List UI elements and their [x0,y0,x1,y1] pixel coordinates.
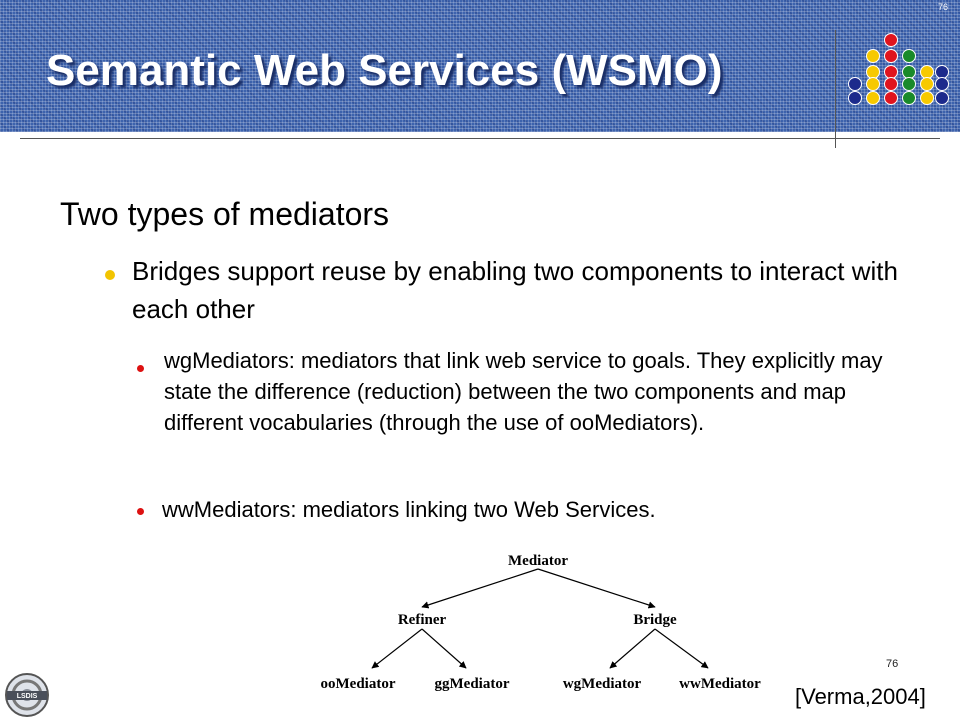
corner-dot [902,91,916,105]
corner-dot [884,65,898,79]
diagram-edges [371,568,709,669]
logo-text: LSDIS [17,693,38,700]
corner-dot [866,91,880,105]
edge-refiner-gg [421,628,467,669]
corner-dot [866,65,880,79]
mediator-hierarchy-diagram: Mediator Refiner Bridge ooMediator ggMed… [321,553,762,692]
corner-dots-icon [848,33,949,105]
corner-dot [884,33,898,47]
corner-dot [920,91,934,105]
node-bridge: Bridge [633,612,677,628]
corner-dot [935,65,949,79]
corner-dot [902,65,916,79]
corner-dot [884,49,898,63]
sub-bullet-ww: wwMediators: mediators linking two Web S… [162,497,656,522]
node-mediator: Mediator [508,553,568,569]
corner-dot [884,91,898,105]
corner-dot [920,65,934,79]
node-wwmediator: wwMediator [679,676,761,692]
title-banner [0,0,960,132]
title-underline [20,138,940,139]
corner-dot [920,77,934,91]
corner-dot [902,49,916,63]
slide-title: Semantic Web Services (WSMO) [46,46,723,95]
node-ggmediator: ggMediator [435,676,510,692]
edge-bridge-wg [609,628,656,669]
sub-bullet-wg: wgMediators: mediators that link web ser… [164,348,883,435]
bullet-icon [105,270,115,280]
node-oomediator: ooMediator [321,676,396,692]
corner-dot [866,49,880,63]
bullet-icon [137,365,144,372]
corner-dot [848,77,862,91]
citation: [Verma,2004] [795,684,926,709]
corner-mark: 76 [938,2,949,12]
node-refiner: Refiner [398,612,447,628]
corner-dot [884,77,898,91]
edge-mediator-refiner [421,568,539,609]
corner-dot [902,77,916,91]
corner-dot [935,91,949,105]
main-bullet-text: Bridges support reuse by enabling two co… [132,256,898,324]
bullet-icon [137,508,144,515]
corner-dot [848,91,862,105]
section-heading: Two types of mediators [60,196,390,232]
edge-bridge-ww [654,628,709,669]
edge-refiner-oo [371,628,423,669]
node-wgmediator: wgMediator [563,676,642,692]
lsdis-logo-icon: LSDIS [5,673,49,717]
corner-dot [935,77,949,91]
vertical-divider [835,30,836,148]
corner-dot [866,77,880,91]
edge-mediator-bridge [537,568,656,609]
page-number: 76 [886,658,899,670]
